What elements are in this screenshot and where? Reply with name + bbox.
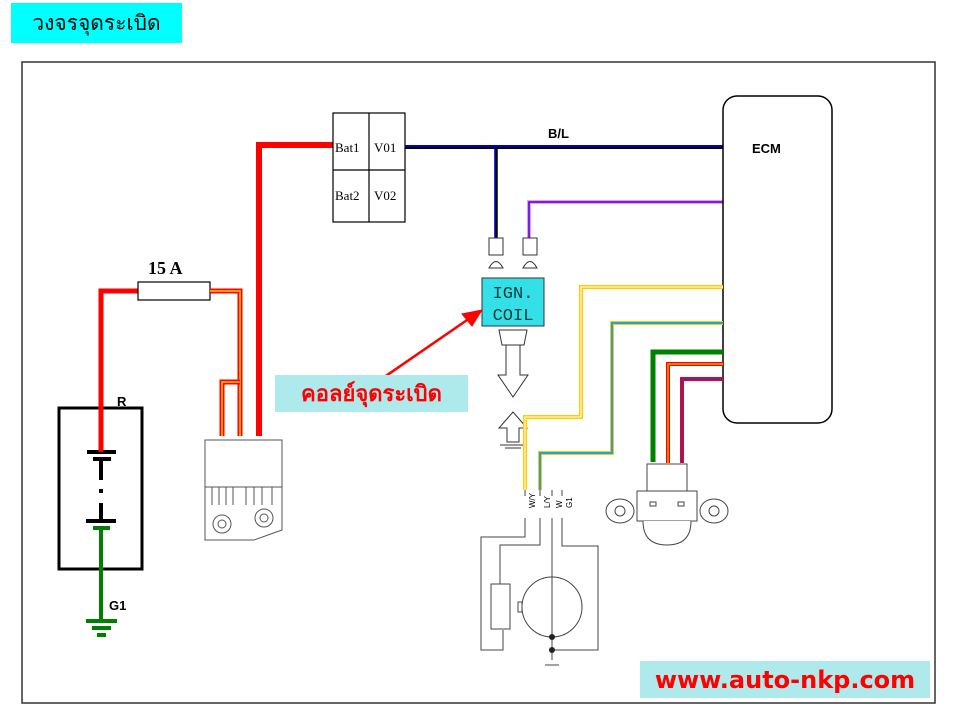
pin-label-g1: G1	[565, 497, 574, 508]
switch-cell-v01: V01	[374, 140, 396, 155]
white-yellow-wire-pickup	[523, 285, 723, 490]
ground-icon	[86, 619, 117, 637]
red-wire-regulator-switch	[256, 142, 333, 436]
purple-wire-coil-ecm	[527, 200, 723, 238]
purple-red-wire-sensor	[680, 377, 723, 463]
orange-wire-sensor	[666, 362, 723, 463]
pickup-coil-schematic	[480, 490, 599, 666]
callout-arrow	[379, 309, 484, 382]
crank-position-sensor-icon	[605, 463, 729, 546]
ignition-coil-connectors	[488, 237, 538, 269]
junction-dot	[549, 634, 555, 640]
pin-label-wy: W/Y	[528, 492, 537, 508]
pin-label-w: W	[555, 500, 564, 508]
ground-label: G1	[109, 598, 126, 613]
spark-plug-icon	[497, 329, 529, 449]
switch-cell-bat1: Bat1	[335, 140, 360, 155]
wire-label-bl: B/L	[548, 126, 569, 141]
switch-cell-bat2: Bat2	[335, 188, 360, 203]
page-title: วงจรจุดระเบิด	[11, 3, 182, 43]
diagram-frame	[21, 61, 936, 704]
black-blue-wire-bl	[405, 145, 723, 238]
green-wire-sensor	[650, 349, 723, 462]
website-watermark[interactable]: www.auto-nkp.com	[640, 661, 930, 698]
junction-dot	[549, 647, 555, 653]
ecm-label: ECM	[752, 141, 781, 156]
switch-cell-v02: V02	[374, 188, 396, 203]
ignition-coil	[481, 277, 545, 327]
battery-positive-label: R	[117, 394, 127, 409]
fuse-15a	[137, 281, 211, 301]
pin-label-ly: L/Y	[543, 495, 552, 508]
ecm-box	[722, 95, 833, 424]
ignition-coil-callout: คอลย์จุดระเบิด	[275, 375, 468, 412]
red-wire-battery-fuse	[98, 288, 138, 452]
fuse-label: 15 A	[148, 258, 183, 278]
ignition-switch-block	[332, 112, 406, 223]
regulator-rectifier-icon	[204, 439, 283, 541]
battery-icon	[86, 450, 116, 523]
coil-label-line2: COIL	[493, 307, 534, 326]
red-yellow-wire-fuse-regulator	[210, 288, 243, 436]
coil-label-line1: IGN.	[493, 285, 534, 304]
blue-yellow-wire-pickup	[538, 321, 723, 490]
